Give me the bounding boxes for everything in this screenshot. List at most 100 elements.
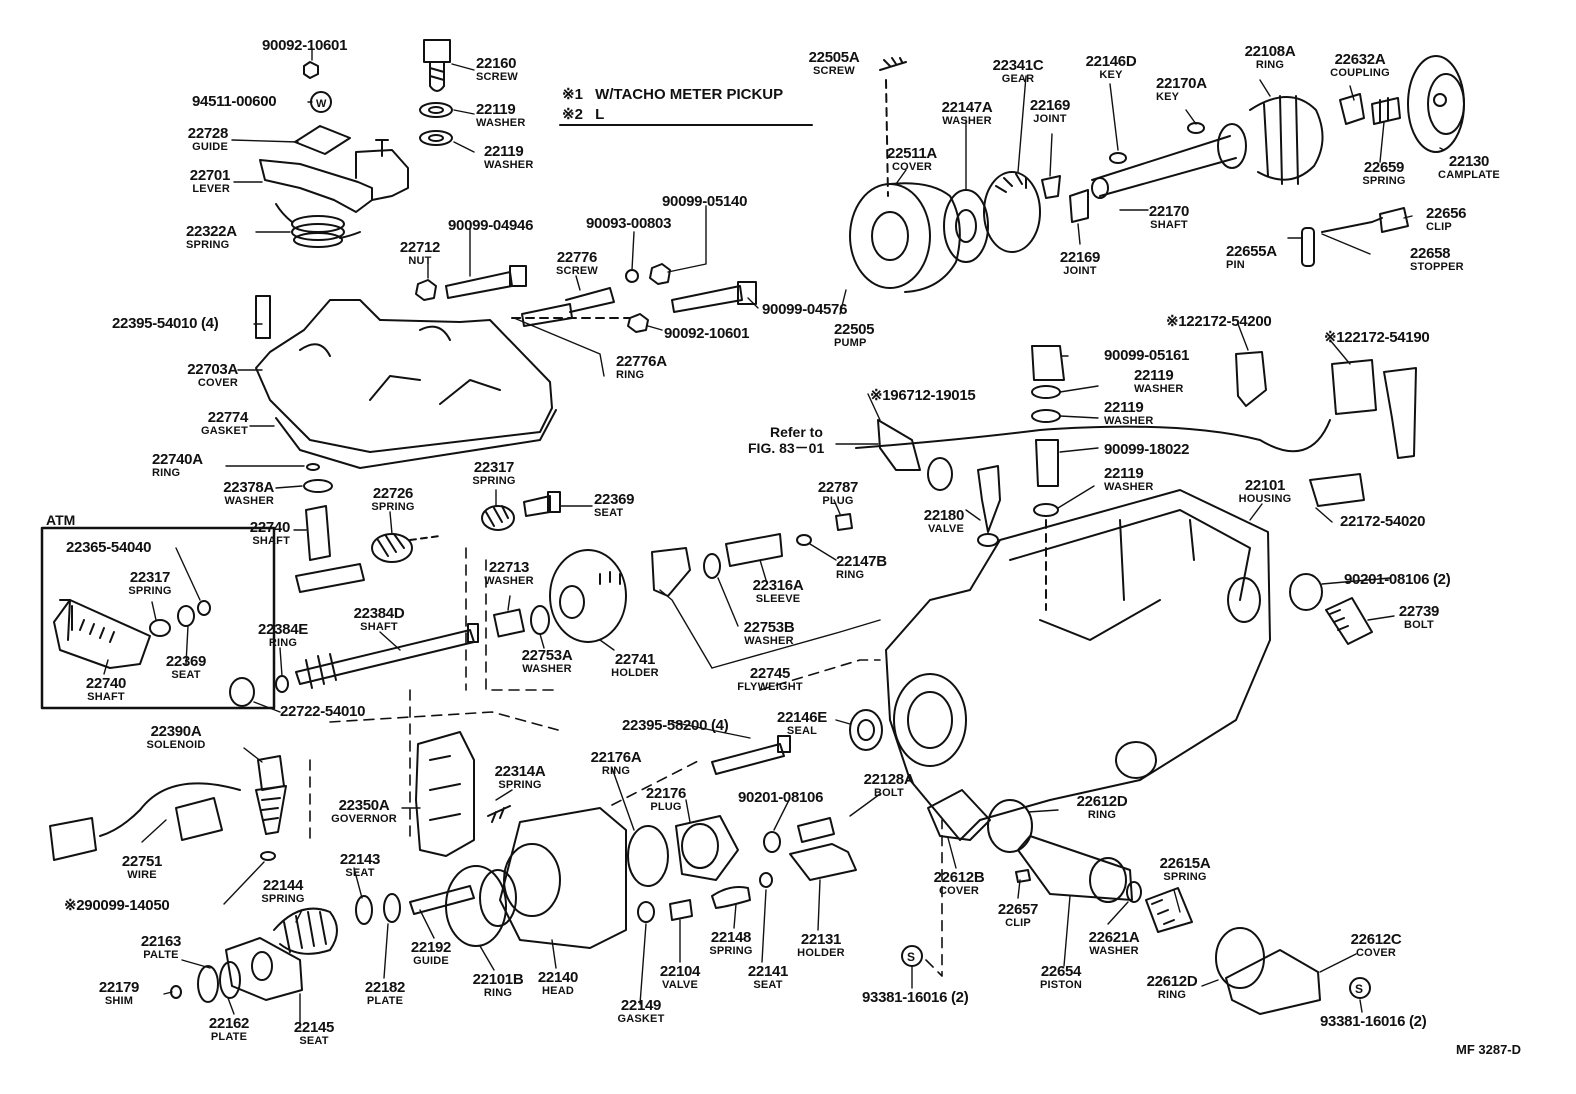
figure-reference-line1: Refer to: [770, 424, 823, 440]
part-number: 22741: [614, 651, 656, 668]
part-number: 22169: [1059, 249, 1101, 266]
part-name: GUIDE: [413, 955, 449, 967]
part-number: 22148: [710, 929, 752, 946]
solenoid-drawing: [49, 755, 287, 861]
part-name: FLYWEIGHT: [737, 681, 803, 693]
part-number: 22170A: [1156, 75, 1207, 92]
part-number: 22182: [364, 979, 406, 996]
callout-90093-00803: 90093-00803: [586, 216, 671, 231]
part-name: COUPLING: [1330, 67, 1390, 79]
part-number: 22119: [1104, 399, 1144, 416]
pin-stopper-clip-drawing: [1301, 207, 1409, 267]
part-name: SPRING: [261, 893, 305, 905]
part-name: JOINT: [1033, 113, 1067, 125]
note-1: ※1 W/TACHO METER PICKUP: [562, 85, 783, 103]
callout-90099-04946: 90099-04946: [448, 218, 533, 233]
part-number: ※122172-54200: [1166, 313, 1272, 330]
callout-90201-08106: 90201-08106: [738, 790, 823, 805]
part-name: GOVERNOR: [331, 813, 397, 825]
part-number: 22143: [339, 851, 381, 868]
part-number: 22659: [1363, 159, 1405, 176]
part-name: PLUG: [650, 801, 682, 813]
part-number: 22314A: [494, 763, 546, 780]
part-number: 90099-04576: [762, 301, 848, 318]
callout-90099-18022: 90099-18022: [1104, 442, 1189, 457]
callout-90099-04576: 90099-04576: [762, 302, 847, 317]
part-name: SHAFT: [1150, 219, 1188, 231]
part-name: SPRING: [371, 501, 415, 513]
part-number: 22163: [140, 933, 182, 950]
part-number: 22130: [1448, 153, 1490, 170]
part-name: WASHER: [1134, 383, 1184, 395]
part-name: SHIM: [104, 995, 134, 1007]
part-number: 22119: [484, 143, 524, 160]
part-number: 22713: [488, 559, 530, 576]
part-number: 22776A: [616, 353, 667, 370]
part-number: 22317: [129, 569, 171, 586]
part-name: WASHER: [476, 117, 526, 129]
atm-box-title: ATM: [46, 512, 76, 528]
part-number: 22104: [659, 963, 701, 980]
part-number: 22140: [537, 969, 579, 986]
part-number: 22144: [262, 877, 304, 894]
part-number: 22149: [620, 997, 662, 1014]
part-number: 22658: [1410, 245, 1451, 262]
part-number: 22192: [410, 939, 452, 956]
note-2-text: L: [595, 106, 605, 123]
timer-shaft-drawing: [295, 491, 561, 593]
part-number: 90099-05161: [1104, 347, 1190, 364]
part-name: WASHER: [942, 115, 992, 127]
part-number: 22740: [85, 675, 127, 692]
part-number: 90099-18022: [1104, 441, 1190, 458]
part-number: 22739: [1398, 603, 1440, 620]
part-name: COVER: [938, 885, 980, 897]
part-name: BOLT: [1404, 619, 1434, 631]
part-name: WASHER: [744, 635, 794, 647]
part-name: LEVER: [192, 183, 230, 195]
part-number: 22341C: [992, 57, 1044, 74]
part-name: HOUSING: [1238, 493, 1292, 505]
plug-and-valve-drawing: [627, 735, 857, 923]
part-name: GUIDE: [192, 141, 228, 153]
figure-reference: Refer to FIG. 83－01: [748, 424, 824, 456]
part-number: 22180: [923, 507, 965, 524]
part-name: SPRING: [186, 239, 230, 251]
svg-text:W: W: [316, 98, 327, 110]
part-number: 22712: [399, 239, 441, 256]
callout-22172-54020: 22172-54020: [1340, 514, 1425, 529]
part-name: RING: [1157, 989, 1187, 1001]
delivery-valve-drawing: [977, 465, 1001, 547]
feed-pump-drawing: [849, 55, 1465, 293]
part-number: 22369: [594, 491, 635, 508]
part-name: COVER: [1355, 947, 1397, 959]
part-number: 22322A: [186, 223, 237, 240]
part-name: HOLDER: [611, 667, 659, 679]
callout-22722-54010: 22722-54010: [280, 704, 365, 719]
part-number: 22390A: [150, 723, 202, 740]
diagram-code: MF 3287-D: [1456, 1042, 1522, 1057]
